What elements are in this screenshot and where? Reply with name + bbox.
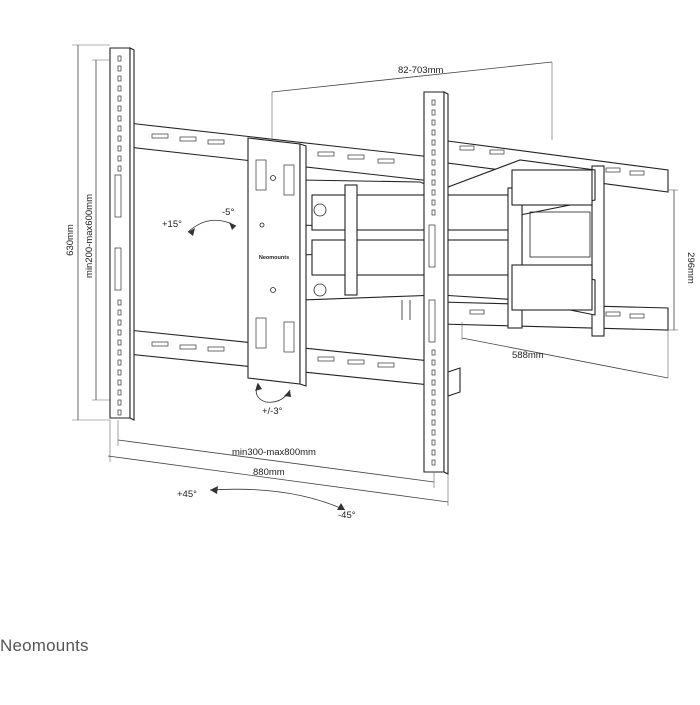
tilt-down-label: -5° (222, 207, 234, 218)
dimension-arm-extension: 82-703mm (271, 61, 553, 140)
mounting-hole (431, 139, 436, 146)
mounting-hole (117, 75, 122, 82)
swivel-left-label: +45° (177, 489, 197, 500)
mounting-hole (117, 399, 122, 406)
mounting-hole (117, 319, 122, 326)
vertical-arm-left (109, 47, 135, 421)
dimension-vesa-vertical: min200-max600mm (84, 59, 110, 401)
mounting-hole (431, 429, 436, 436)
mounting-hole (117, 369, 122, 376)
dim-plate-height-label: 296mm (685, 252, 696, 284)
mounting-hole (117, 409, 122, 416)
dim-vesa-vertical-label: min200-max600mm (84, 194, 95, 278)
mounting-hole (431, 439, 436, 446)
dimension-plate-height: 296mm (668, 189, 696, 331)
mounting-hole (431, 109, 436, 116)
plate-logo: Neomounts (259, 255, 289, 261)
dimension-total-width: 880mm (107, 420, 449, 506)
dim-arm-extension-label: 82-703mm (398, 65, 443, 76)
mounting-hole (117, 85, 122, 92)
mounting-hole (117, 329, 122, 336)
mounting-hole (431, 449, 436, 456)
center-plate: Neomounts (247, 137, 307, 387)
brand-logo: Neomounts (0, 636, 89, 655)
mounting-hole (117, 299, 122, 306)
mounting-hole (431, 119, 436, 126)
mounting-hole (117, 115, 122, 122)
rotation-indicator: +/-3° (255, 382, 291, 417)
mounting-hole (117, 105, 122, 112)
mounting-hole (117, 389, 122, 396)
mounting-hole (117, 135, 122, 142)
mounting-hole (431, 99, 436, 106)
mounting-hole (431, 169, 436, 176)
mounting-hole (117, 309, 122, 316)
dimension-vesa-horizontal: min300-max800mm (117, 420, 435, 488)
tilt-indicator: +15° -5° (162, 207, 237, 236)
mounting-hole (117, 125, 122, 132)
mounting-hole (117, 65, 122, 72)
mounting-hole (117, 359, 122, 366)
mounting-hole (431, 409, 436, 416)
swivel-right-label: -45° (338, 510, 356, 521)
dim-vesa-horizontal-label: min300-max800mm (232, 447, 316, 458)
mounting-hole (431, 379, 436, 386)
dim-plate-width-label: 588mm (512, 350, 544, 361)
dim-total-width-label: 880mm (253, 467, 285, 478)
mounting-hole (431, 199, 436, 206)
dimension-plate-width: 588mm (461, 322, 669, 379)
mounting-hole (117, 95, 122, 102)
mounting-hole (117, 155, 122, 162)
mounting-hole (431, 209, 436, 216)
mounting-hole (117, 379, 122, 386)
rotate-label: +/-3° (262, 406, 283, 417)
vertical-arm-right (423, 91, 461, 475)
mounting-hole (431, 129, 436, 136)
mounting-hole (431, 179, 436, 186)
mounting-hole (431, 369, 436, 376)
swivel-indicator: +45° -45° (177, 486, 356, 521)
mounting-hole (431, 399, 436, 406)
mounting-hole (431, 349, 436, 356)
mounting-hole (117, 349, 122, 356)
mounting-hole (117, 165, 122, 172)
mounting-hole (117, 145, 122, 152)
mounting-hole (117, 339, 122, 346)
mounting-hole (117, 55, 122, 62)
mounting-hole (431, 459, 436, 466)
mounting-hole (431, 149, 436, 156)
dim-total-height-label: 630mm (65, 224, 76, 256)
mounting-hole (431, 159, 436, 166)
tilt-up-label: +15° (162, 219, 182, 230)
mounting-hole (431, 189, 436, 196)
dimension-total-height: 630mm (65, 44, 110, 421)
mounting-hole (431, 419, 436, 426)
mounting-hole (431, 389, 436, 396)
mounting-hole (431, 359, 436, 366)
